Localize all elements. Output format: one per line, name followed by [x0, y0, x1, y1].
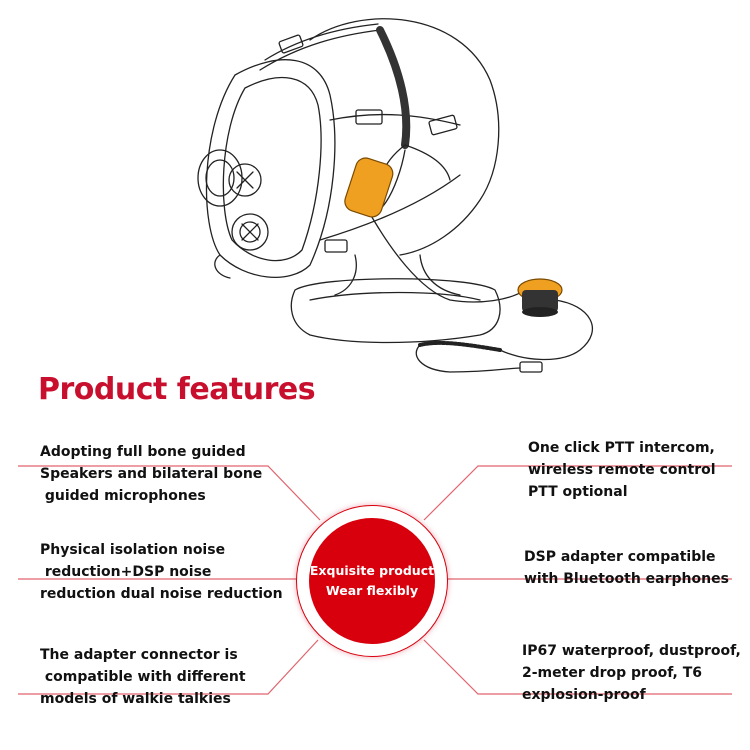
feature-ptt-intercom: One click PTT intercom, wireless remote …: [528, 440, 716, 500]
mask-headset-on-mannequin-icon: [197, 18, 593, 373]
center-line-1: Exquisite product: [309, 563, 435, 578]
feature-dual-noise-reduction: Physical isolation noise reduction+DSP n…: [40, 542, 283, 602]
feature-bluetooth-adapter: DSP adapter compatible with Bluetooth ea…: [524, 549, 729, 587]
connector-right-3: [423, 639, 732, 695]
feature-bone-guided-speakers: Adopting full bone guided Speakers and b…: [40, 444, 263, 504]
center-badge: Exquisite product Wear flexibly: [296, 505, 448, 657]
connector-right-1: [423, 465, 732, 521]
connector-left-1: [18, 465, 321, 521]
center-line-2: Wear flexibly: [325, 583, 419, 598]
connector-left-3: [18, 639, 319, 695]
feature-adapter-compatibility: The adapter connector is compatible with…: [40, 647, 246, 707]
center-badge-inner: Exquisite product Wear flexibly: [309, 518, 435, 644]
page-title: Product features: [38, 372, 316, 407]
feature-ip67-explosion-proof: IP67 waterproof, dustproof, 2-meter drop…: [522, 643, 741, 703]
